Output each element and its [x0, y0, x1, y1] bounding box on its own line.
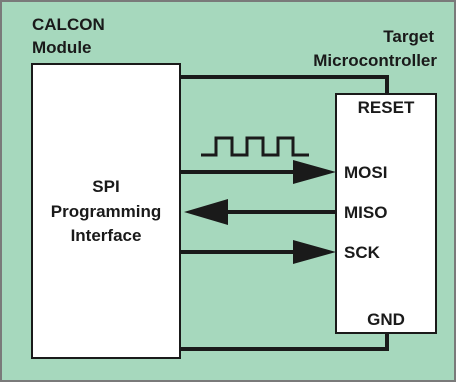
sck-arrowhead — [293, 240, 336, 264]
pin-mosi-label: MOSI — [344, 163, 387, 182]
gnd-wire — [180, 333, 389, 351]
reset-wire — [180, 75, 389, 94]
pin-reset-label: RESET — [358, 98, 415, 117]
pin-gnd-label: GND — [367, 310, 405, 329]
spi-label-line2: Programming — [51, 202, 162, 221]
spi-label-line3: Interface — [71, 226, 142, 245]
module-title-line2: Module — [32, 38, 92, 57]
target-title-line1: Target — [383, 27, 434, 46]
miso-arrowhead — [184, 199, 228, 225]
module-title-line1: CALCON — [32, 15, 105, 34]
pin-miso-label: MISO — [344, 203, 387, 222]
clock-waveform-icon — [201, 136, 309, 157]
pin-sck-label: SCK — [344, 243, 381, 262]
calcon-module-box — [31, 63, 181, 359]
target-microcontroller-box — [335, 93, 437, 334]
mosi-arrowhead — [293, 160, 336, 184]
target-title-line2: Microcontroller — [313, 51, 437, 70]
spi-label-line1: SPI — [92, 177, 119, 196]
